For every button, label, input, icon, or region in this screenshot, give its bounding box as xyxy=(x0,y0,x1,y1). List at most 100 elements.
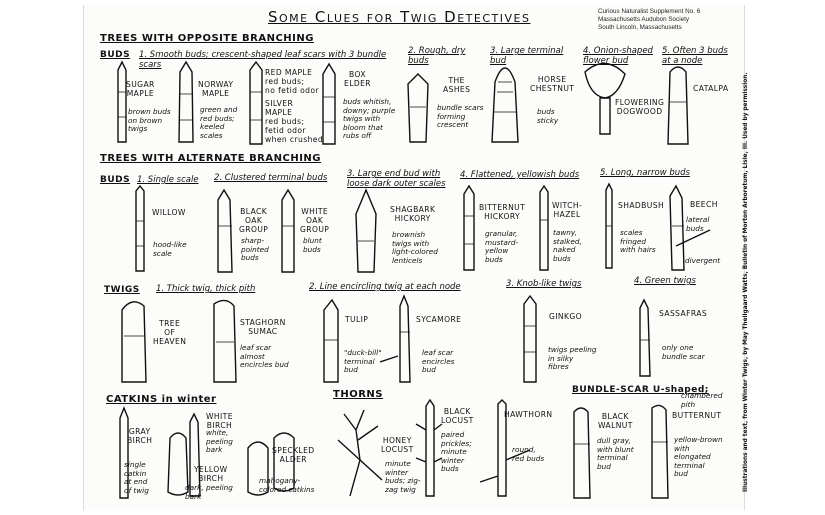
gray-birch-twig xyxy=(119,406,129,499)
black-locust-label: BLACK LOCUST xyxy=(441,407,474,425)
page-title: Some Clues for Twig Detectives xyxy=(268,8,531,26)
white-birch-catkin xyxy=(167,432,189,496)
black-oak-note: sharp- pointed buds xyxy=(241,236,269,263)
twigs-drawings xyxy=(121,294,651,383)
sycamore-label: SYCAMORE xyxy=(416,315,462,324)
box-elder-twig xyxy=(322,62,336,145)
catalpa-label: CATALPA xyxy=(693,84,729,93)
dogwood-label: FLOWERING DOGWOOD xyxy=(615,98,665,116)
white-oak-twig xyxy=(281,188,295,273)
alder-catkin xyxy=(247,441,269,496)
twigs-heading-2: 2. Line encircling twig at each node xyxy=(309,282,461,292)
tulip-note: "duck-bill" terminal bud xyxy=(344,348,382,375)
butternut-label: BUTTERNUT xyxy=(672,411,722,420)
sycamore-note: leaf scar encircles bud xyxy=(422,348,455,375)
sugar-maple-twig xyxy=(117,60,127,143)
black-oak-label: BLACK OAK GROUP xyxy=(239,207,269,234)
white-birch-label: WHITE BIRCH xyxy=(206,412,233,430)
shagbark-note: brownish twigs with light-colored lentic… xyxy=(392,230,438,265)
bitternut-twig xyxy=(463,184,475,271)
side-credit: Illustrations and text, from Winter Twig… xyxy=(739,72,751,495)
beech-note: lateral buds xyxy=(686,215,710,233)
horse-chestnut-note: buds sticky xyxy=(537,107,559,125)
opposite-twig-drawings xyxy=(117,60,689,145)
gray-birch-label: GRAY BIRCH xyxy=(127,427,153,445)
hawthorn-note: round, red buds xyxy=(512,445,545,463)
sassafras-note: only one bundle scar xyxy=(662,343,705,361)
staghorn-twig xyxy=(213,299,237,383)
white-oak-label: WHITE OAK GROUP xyxy=(300,207,330,234)
twigs-label: TWIGS xyxy=(104,285,140,295)
ashes-note: bundle scars forming crescent xyxy=(437,103,484,130)
black-locust-note: paired prickles; minute winter buds xyxy=(441,430,472,474)
tulip-twig xyxy=(323,298,339,383)
staghorn-note: leaf scar almost encircles bud xyxy=(240,343,289,370)
silver-maple-label: SILVER MAPLE red buds; fetid odor when c… xyxy=(265,99,324,144)
twigs-heading-3: 3. Knob-like twigs xyxy=(506,279,582,289)
paper-sheet xyxy=(83,5,745,510)
ginkgo-note: twigs peeling in silky fibres xyxy=(548,345,597,372)
shadbush-note: scales fringed with hairs xyxy=(620,228,656,255)
opposite-heading-3: 3. Large terminal bud xyxy=(490,46,564,66)
catkins-title: CATKINS in winter xyxy=(106,394,217,405)
witch-hazel-twig xyxy=(539,184,549,271)
dogwood-bud xyxy=(584,62,626,99)
chambered-pith-note: chambered pith xyxy=(681,391,723,409)
hawthorn-twig xyxy=(497,399,507,497)
shagbark-twig xyxy=(355,188,377,273)
twigs-heading-4: 4. Green twigs xyxy=(634,276,696,286)
black-locust-twig xyxy=(425,398,435,497)
sassafras-label: SASSAFRAS xyxy=(659,309,708,318)
opposite-heading-2: 2. Rough, dry buds xyxy=(408,46,466,66)
divergent-note: divergent xyxy=(685,256,721,265)
tree-of-heaven-label: TREE OF HEAVEN xyxy=(153,319,187,346)
side-credit-text: Illustrations and text, from Winter Twig… xyxy=(743,72,749,492)
sugar-maple-note: brown buds on brown twigs xyxy=(128,107,171,134)
ash-twig xyxy=(407,73,429,143)
honey-locust-label: HONEY LOCUST xyxy=(381,436,414,454)
beech-label: BEECH xyxy=(690,200,718,209)
red-maple-twig xyxy=(249,60,263,145)
gray-birch-note: single catkin at end of twig xyxy=(124,460,149,495)
black-oak-twig xyxy=(217,188,233,273)
ashes-label: THE ASHES xyxy=(443,76,471,94)
norway-maple-label: NORWAY MAPLE xyxy=(198,80,234,98)
white-birch-note: white, peeling bark xyxy=(206,428,233,455)
yellow-birch-label: YELLOW BIRCH xyxy=(194,465,228,483)
ginkgo-twig xyxy=(523,294,537,383)
horse-chestnut-label: HORSE CHESTNUT xyxy=(530,75,575,93)
alternate-heading-5: 5. Long, narrow buds xyxy=(600,168,690,178)
alternate-heading-4: 4. Flattened, yellowish buds xyxy=(460,170,580,180)
witch-hazel-note: tawny, stalked, naked buds xyxy=(553,228,582,263)
beech-twig xyxy=(669,184,685,271)
opposite-heading-5: 5. Often 3 buds at a node xyxy=(662,46,728,66)
alternate-heading-3: 3. Large end bud with loose dark outer s… xyxy=(347,169,446,189)
shadbush-label: SHADBUSH xyxy=(618,201,665,210)
shagbark-label: SHAGBARK HICKORY xyxy=(390,205,436,223)
catalpa-twig xyxy=(667,66,689,145)
black-walnut-twig xyxy=(573,407,591,499)
header-line-3: South Lincoln, Massachusetts xyxy=(598,24,682,31)
speckled-alder-note: mahogany- colored catkins xyxy=(259,476,315,494)
tree-of-heaven-twig xyxy=(121,301,147,383)
honey-locust-twig xyxy=(349,409,365,497)
norway-maple-note: green and red buds; keeled scales xyxy=(200,105,238,140)
bundle-scar-drawings xyxy=(573,404,669,499)
alternate-twig-drawings xyxy=(135,182,711,273)
witch-hazel-label: WITCH- HAZEL xyxy=(552,201,583,219)
alternate-buds-label: BUDS xyxy=(100,175,131,185)
white-oak-note: blunt buds xyxy=(303,236,322,254)
alternate-heading-2: 2. Clustered terminal buds xyxy=(214,173,328,183)
box-elder-note: buds whitish, downy; purple twigs with b… xyxy=(343,97,396,141)
norway-maple-twig xyxy=(178,60,194,143)
section-opposite-title: TREES WITH OPPOSITE BRANCHING xyxy=(100,33,314,44)
thorns-drawings xyxy=(337,398,531,497)
bundle-scar-title: BUNDLE-SCAR U-shaped; xyxy=(572,385,709,395)
red-maple-label: RED MAPLE red buds; no fetid odor xyxy=(265,68,319,95)
opposite-heading-4: 4. Onion-shaped flower bud xyxy=(583,46,653,66)
opposite-buds-label: BUDS xyxy=(100,50,131,60)
black-walnut-label: BLACK WALNUT xyxy=(598,412,633,430)
box-elder-label: BOX ELDER xyxy=(344,70,371,88)
alternate-heading-1: 1. Single scale xyxy=(137,175,199,185)
header-line-1: Curious Naturalist Supplement No. 6 xyxy=(598,8,701,15)
